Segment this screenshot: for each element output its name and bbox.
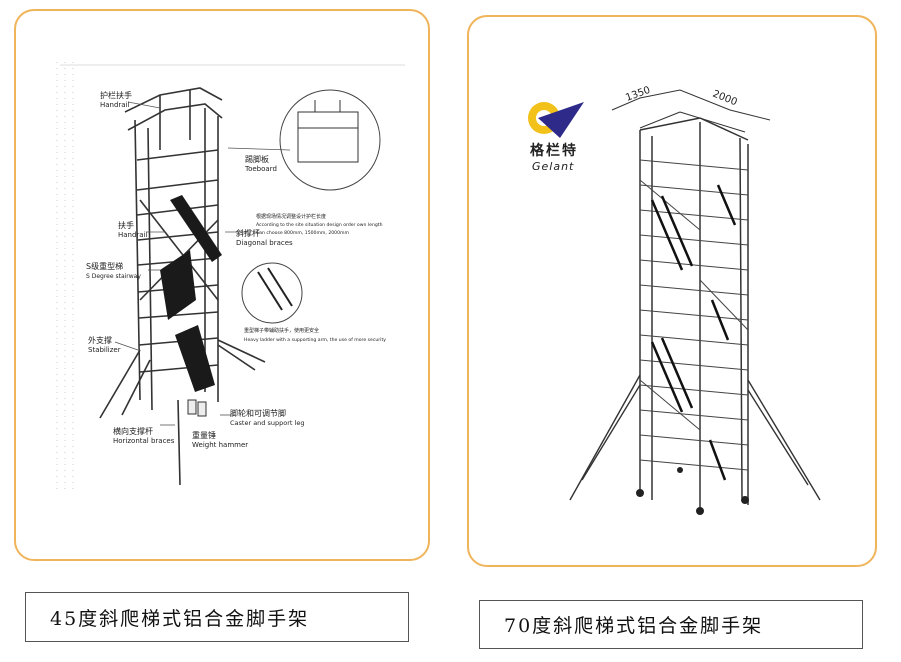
note1-cn: 根据现场情况调整设计护栏长度 — [256, 213, 326, 220]
label-handrail2-cn: 扶手 — [118, 220, 134, 230]
note1-sizes: Can choose 800mm, 1500mm, 2000mm — [256, 230, 349, 236]
label-stabilizer-en: Stabilizer — [88, 346, 121, 354]
label-toeboard-cn: 踢脚板 — [245, 154, 269, 164]
logo-chinese-name: 格栏特 — [530, 143, 578, 159]
note2-en: Heavy ladder with a supporting arm, the … — [244, 337, 386, 343]
dim-1350: 1350 — [624, 85, 652, 104]
label-caster-cn: 脚轮和可调节脚 — [230, 408, 286, 418]
label-weight-cn: 重量锤 — [192, 430, 216, 440]
label-handrail-cn: 护栏扶手 — [100, 90, 132, 100]
dim-2000: 2000 — [711, 89, 739, 109]
note1-en: According to the site situation design o… — [256, 222, 383, 228]
gelant-logo-icon — [528, 102, 584, 138]
note2-cn: 重型梯子带辅助扶手，使用更安全 — [244, 327, 319, 334]
label-horizontal-en: Horizontal braces — [113, 437, 175, 445]
label-stabilizer-cn: 外支撑 — [88, 335, 112, 345]
label-handrail-en: Handrail — [100, 101, 130, 109]
left-product-caption: 45度斜爬梯式铝合金脚手架 — [25, 592, 409, 642]
label-weight-en: Weight hammer — [192, 441, 248, 449]
logo-english-name: Gelant — [532, 160, 575, 173]
right-product-caption: 70度斜爬梯式铝合金脚手架 — [479, 600, 863, 649]
label-diagonal-en: Diagonal braces — [236, 239, 293, 247]
label-diagonal-cn: 斜撑杆 — [236, 228, 260, 238]
label-handrail2-en: Handrail — [118, 231, 148, 239]
label-horizontal-cn: 横向支撑杆 — [113, 426, 153, 436]
label-toeboard-en: Toeboard — [244, 165, 277, 173]
label-caster-en: Caster and support leg — [230, 419, 304, 427]
label-stairway-cn: S级重型梯 — [86, 261, 123, 271]
label-stairway-en: S Degree stairway — [86, 273, 141, 280]
